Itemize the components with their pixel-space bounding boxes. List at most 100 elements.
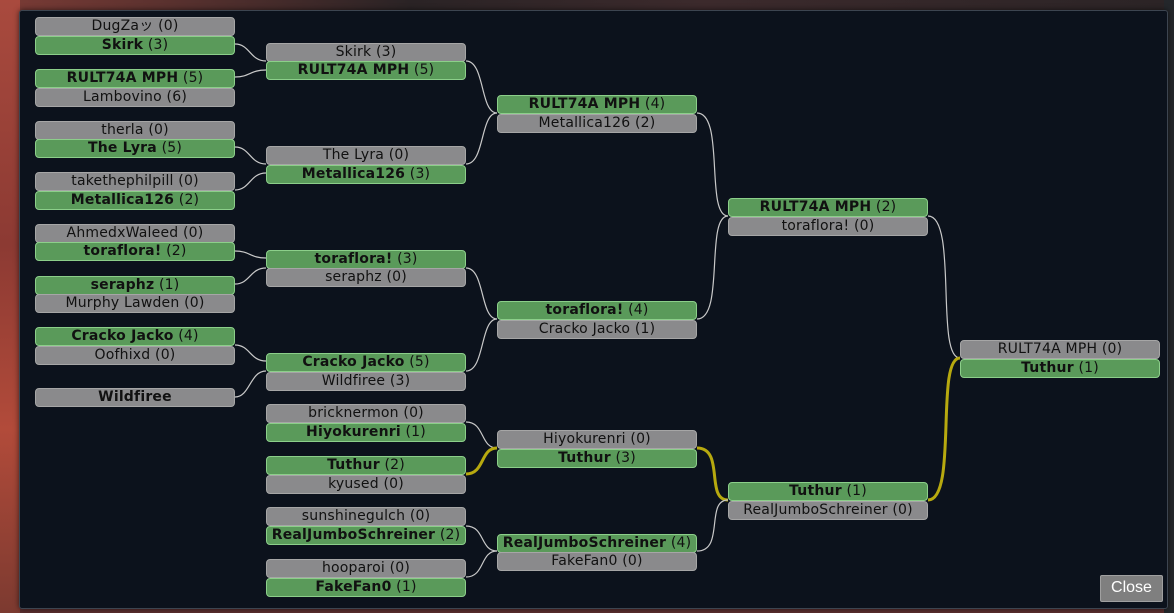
match-slot-r2-16[interactable]: FakeFan0 (1) (266, 578, 466, 597)
match-slot-r1-1[interactable]: DugZaッ (0) (35, 17, 235, 36)
player-score: (1) (634, 321, 656, 337)
close-button[interactable]: Close (1100, 575, 1163, 602)
match-slot-r1-2[interactable]: Skirk (3) (35, 36, 235, 55)
match-slot-r2-7[interactable]: Cracko Jacko (5) (266, 353, 466, 372)
player-score: (4) (644, 96, 666, 112)
player-score: (1) (158, 277, 180, 293)
player-name: Skirk (101, 37, 144, 53)
match-slot-r2-15[interactable]: hooparoi (0) (266, 559, 466, 578)
match-slot-r1-11[interactable]: seraphz (1) (35, 276, 235, 295)
match-slot-r3-4[interactable]: Cracko Jacko (1) (497, 320, 697, 339)
player-name: Metallica126 (70, 192, 175, 208)
player-name: Wildfiree (98, 389, 172, 405)
match-slot-r4-1[interactable]: RULT74A MPH (2) (728, 198, 928, 217)
player-name: RULT74A MPH (297, 62, 410, 78)
player-name: hooparoi (321, 560, 385, 576)
player-name: RealJumboSchreiner (271, 527, 436, 543)
match-slot-r3-2[interactable]: Metallica126 (2) (497, 114, 697, 133)
player-name: toraflora! (314, 251, 393, 267)
player-name: Skirk (335, 44, 372, 60)
match-slot-r1-10[interactable]: toraflora! (2) (35, 242, 235, 261)
match-slot-r2-10[interactable]: Hiyokurenri (1) (266, 423, 466, 442)
player-name: Tuthur (789, 483, 842, 499)
player-name: RULT74A MPH (997, 341, 1098, 357)
player-score: (4) (178, 328, 199, 344)
player-name: RULT74A MPH (66, 70, 179, 86)
player-name: RULT74A MPH (528, 96, 641, 112)
player-name: seraphz (90, 277, 155, 293)
player-score: (0) (178, 173, 199, 189)
match-slot-r2-14[interactable]: RealJumboSchreiner (2) (266, 526, 466, 545)
background-top (0, 0, 1174, 12)
player-name: Metallica126 (301, 166, 406, 182)
match-slot-r2-6[interactable]: seraphz (0) (266, 268, 466, 287)
player-score: (2) (439, 527, 461, 543)
match-slot-r3-3[interactable]: toraflora! (4) (497, 301, 697, 320)
player-name: kyused (328, 476, 379, 492)
match-slot-r4-3[interactable]: Tuthur (1) (728, 482, 928, 501)
player-score: (0) (148, 122, 169, 138)
player-name: The Lyra (87, 140, 157, 156)
match-slot-r1-12[interactable]: Murphy Lawden (0) (35, 294, 235, 313)
match-slot-r1-3[interactable]: RULT74A MPH (5) (35, 69, 235, 88)
match-slot-r5-2[interactable]: Tuthur (1) (960, 359, 1160, 378)
player-name: AhmedxWaleed (66, 225, 179, 241)
player-score: (4) (670, 535, 692, 551)
match-slot-r2-2[interactable]: RULT74A MPH (5) (266, 61, 466, 80)
background-left (0, 0, 20, 613)
match-slot-r2-1[interactable]: Skirk (3) (266, 43, 466, 62)
player-score: (1) (846, 483, 867, 499)
match-slot-r1-6[interactable]: The Lyra (5) (35, 139, 235, 158)
player-score: (0) (184, 295, 205, 311)
player-name: Wildfiree (321, 373, 386, 389)
match-slot-r2-4[interactable]: Metallica126 (3) (266, 165, 466, 184)
player-name: seraphz (325, 269, 382, 285)
match-slot-r1-7[interactable]: takethephilpill (0) (35, 172, 235, 191)
player-name: Lambovino (83, 89, 162, 105)
player-score: (3) (397, 251, 418, 267)
match-slot-r3-7[interactable]: RealJumboSchreiner (4) (497, 534, 697, 553)
match-slot-r4-4[interactable]: RealJumboSchreiner (0) (728, 501, 928, 520)
match-slot-r4-2[interactable]: toraflora! (0) (728, 217, 928, 236)
match-slot-r1-14[interactable]: Oofhixd (0) (35, 346, 235, 365)
player-score: (1) (396, 579, 417, 595)
player-name: Murphy Lawden (65, 295, 180, 311)
player-name: The Lyra (322, 147, 385, 163)
player-score: (0) (409, 508, 431, 524)
match-slot-r3-6[interactable]: Tuthur (3) (497, 449, 697, 468)
player-name: Hiyokurenri (306, 424, 401, 440)
player-score: (3) (615, 450, 636, 466)
match-slot-r2-12[interactable]: kyused (0) (266, 475, 466, 494)
player-name: Cracko Jacko (71, 328, 174, 344)
match-slot-r3-1[interactable]: RULT74A MPH (4) (497, 95, 697, 114)
player-name: Tuthur (558, 450, 611, 466)
match-slot-r2-8[interactable]: Wildfiree (3) (266, 372, 466, 391)
match-slot-r2-3[interactable]: The Lyra (0) (266, 146, 466, 165)
match-slot-r1-13[interactable]: Cracko Jacko (4) (35, 327, 235, 346)
match-slot-r3-5[interactable]: Hiyokurenri (0) (497, 430, 697, 449)
match-slot-r1-9[interactable]: AhmedxWaleed (0) (35, 224, 235, 243)
player-name: FakeFan0 (315, 579, 392, 595)
player-score: (5) (409, 354, 430, 370)
player-score: (0) (386, 269, 407, 285)
match-slot-r1-5[interactable]: therla (0) (35, 121, 235, 140)
match-slot-r5-1[interactable]: RULT74A MPH (0) (960, 340, 1160, 359)
player-score: (3) (409, 166, 431, 182)
match-slot-r3-8[interactable]: FakeFan0 (0) (497, 552, 697, 571)
background-right (1164, 0, 1174, 613)
player-name: bricknermon (308, 405, 399, 421)
match-slot-r1-4[interactable]: Lambovino (6) (35, 88, 235, 107)
player-name: FakeFan0 (551, 553, 618, 569)
match-slot-r1-15[interactable]: Wildfiree (35, 388, 235, 407)
match-slot-r2-9[interactable]: bricknermon (0) (266, 404, 466, 423)
match-slot-r2-11[interactable]: Tuthur (2) (266, 456, 466, 475)
player-score: (0) (155, 347, 176, 363)
player-name: toraflora! (545, 302, 624, 318)
match-slot-r2-5[interactable]: toraflora! (3) (266, 250, 466, 269)
player-name: RealJumboSchreiner (502, 535, 667, 551)
player-score: (3) (375, 44, 397, 60)
player-score: (0) (892, 502, 913, 518)
match-slot-r2-13[interactable]: sunshinegulch (0) (266, 507, 466, 526)
player-score: (0) (853, 218, 875, 234)
match-slot-r1-8[interactable]: Metallica126 (2) (35, 191, 235, 210)
